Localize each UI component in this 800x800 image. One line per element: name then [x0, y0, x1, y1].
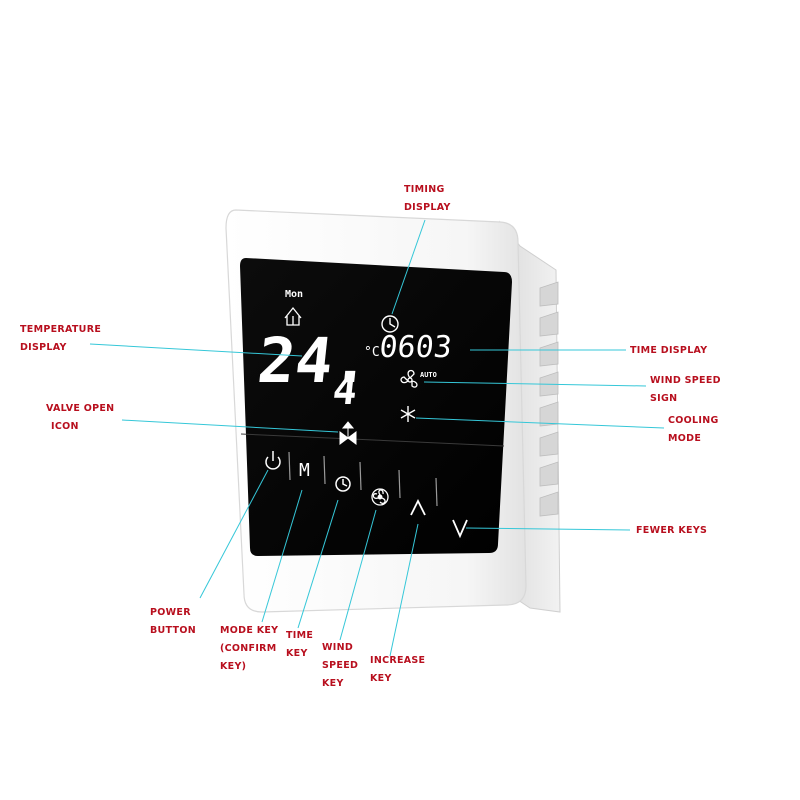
- time-value: 0603: [378, 330, 454, 365]
- label-increase-key: INCREASE KEY: [370, 655, 426, 684]
- temperature-unit: °C: [364, 345, 380, 360]
- vent-fins: [539, 281, 559, 517]
- leader-increase-key: [389, 523, 419, 657]
- leader-power-button: [199, 469, 269, 599]
- snowflake-icon: [400, 406, 416, 422]
- wind-speed-key[interactable]: [371, 488, 389, 506]
- label-time-key: TIME KEY: [286, 630, 314, 659]
- fan-icon: [400, 369, 418, 388]
- increase-key[interactable]: [410, 498, 426, 516]
- valve-icon: [339, 421, 357, 445]
- time-key-clock-icon: [335, 476, 351, 492]
- key-separator: [398, 469, 401, 499]
- fan-mode-text: AUTO: [420, 371, 437, 379]
- leader-valve-open-icon: [121, 419, 339, 433]
- label-power-button: POWER BUTTON: [150, 607, 196, 636]
- label-fewer-keys: FEWER KEYS: [636, 525, 708, 536]
- device-screen: [240, 258, 512, 556]
- time-key[interactable]: [335, 476, 351, 492]
- label-timing-display: TIMING DISPLAY: [404, 184, 451, 213]
- wind-speed-fan-icon: [371, 488, 389, 506]
- leader-temperature-display: [89, 343, 303, 357]
- label-wind-speed-sign: WIND SPEED SIGN: [650, 375, 721, 404]
- leader-wind-speed-sign: [423, 381, 647, 387]
- temperature-value: 24.: [254, 324, 374, 397]
- key-separator: [288, 451, 291, 481]
- power-icon: [265, 456, 281, 470]
- leader-wind-speed-key: [339, 509, 377, 641]
- power-button[interactable]: [265, 451, 281, 470]
- clock-icon: [381, 315, 399, 333]
- label-temperature-display: TEMPERATURE DISPLAY: [20, 324, 102, 353]
- key-separator: [359, 461, 362, 491]
- temperature-decimal: 4: [330, 368, 359, 414]
- leader-cooling-mode: [415, 417, 665, 429]
- key-strip-divider: [240, 433, 505, 447]
- label-valve-open-icon: VALVE OPEN ICON: [46, 403, 115, 432]
- key-separator: [323, 455, 326, 485]
- leader-timing-display: [391, 219, 426, 315]
- label-wind-speed-key: WIND SPEED KEY: [322, 642, 359, 689]
- leader-time-key: [297, 499, 339, 629]
- day-text: Mon: [285, 289, 303, 300]
- house-icon: [284, 306, 302, 326]
- leader-fewer-keys: [465, 527, 631, 531]
- label-mode-key: MODE KEY (CONFIRM KEY): [220, 625, 279, 672]
- label-cooling-mode: COOLING MODE: [668, 415, 719, 444]
- mode-key[interactable]: M: [299, 460, 310, 481]
- leader-mode-key: [261, 489, 303, 623]
- decrease-key[interactable]: [452, 519, 468, 539]
- label-time-display: TIME DISPLAY: [630, 345, 708, 356]
- key-separator: [435, 477, 438, 507]
